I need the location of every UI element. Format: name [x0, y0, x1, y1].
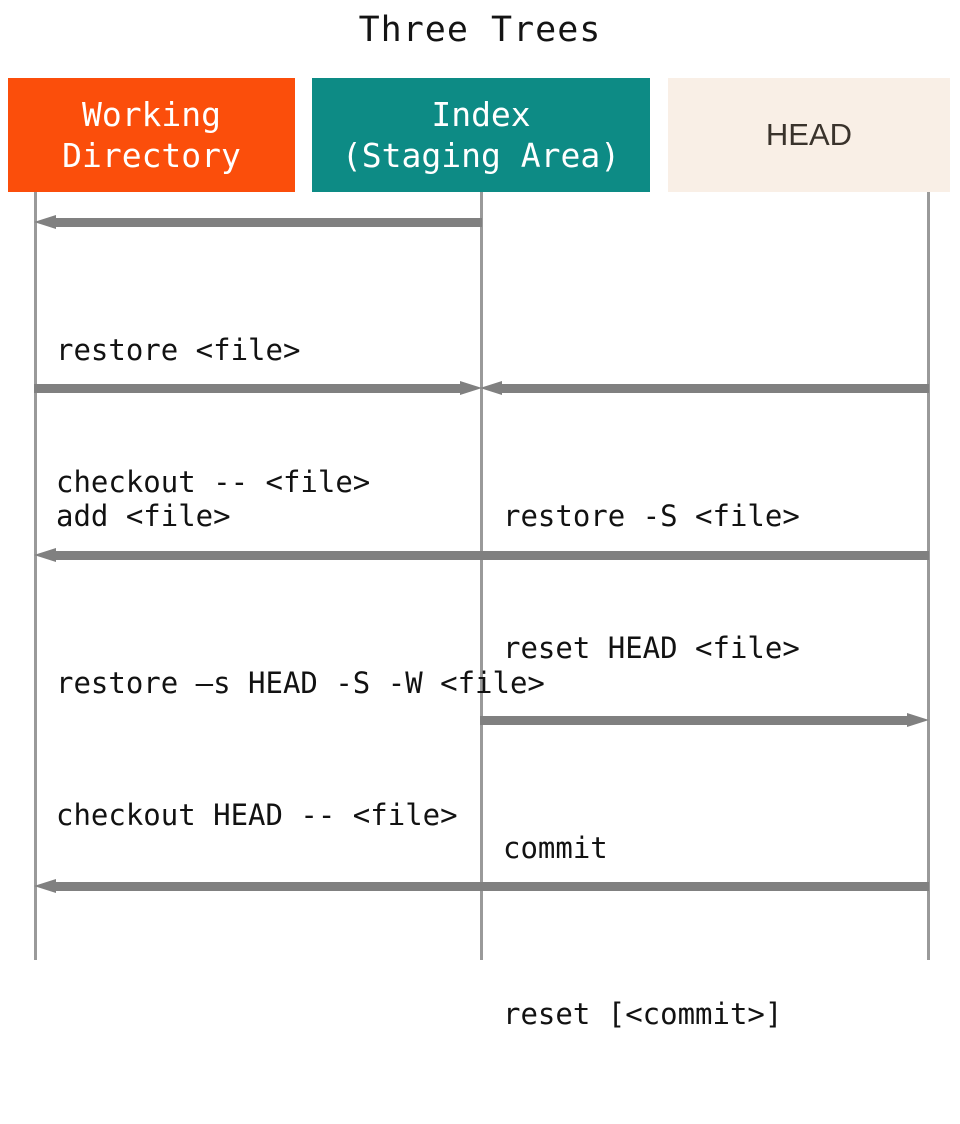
arrowhead-left-icon	[34, 548, 56, 562]
column-header-working-directory-line2: Directory	[62, 136, 241, 175]
arrow-shaft	[54, 218, 482, 227]
label-working-to-index: add <file>	[56, 406, 231, 626]
column-header-index-line2: (Staging Area)	[341, 136, 621, 175]
arrowhead-left-icon	[34, 215, 56, 229]
label-index-to-head-line1: commit	[503, 831, 608, 866]
label-index-to-working: restore <file> checkout -- <file>	[56, 240, 370, 593]
arrowhead-left-icon	[34, 879, 56, 893]
label-head-to-working-line2: checkout HEAD -- <file>	[56, 798, 458, 833]
label-head-to-index-line2: reset HEAD <file>	[503, 631, 800, 666]
arrow-shaft	[34, 384, 462, 393]
arrowhead-right-icon	[460, 381, 482, 395]
column-header-working-directory-line1: Working	[81, 94, 222, 134]
arrow-shaft	[54, 551, 929, 560]
label-head-to-working-reset: reset [<commit>]	[503, 904, 782, 1124]
label-index-to-working-line2: checkout -- <file>	[56, 465, 371, 500]
label-head-to-working-reset-line1: reset [<commit>]	[503, 997, 783, 1032]
column-header-index-line1: Index	[431, 94, 531, 134]
arrow-index-to-working	[34, 215, 482, 229]
label-head-to-index-line1: restore -S <file>	[503, 499, 800, 534]
arrow-index-to-head	[480, 713, 929, 727]
lifeline-working-directory	[34, 192, 37, 960]
arrow-head-to-working	[34, 548, 929, 562]
arrow-head-to-working-reset	[34, 879, 929, 893]
arrow-shaft	[54, 882, 929, 891]
column-header-head: HEAD	[668, 78, 950, 192]
column-header-index: Index (Staging Area)	[312, 78, 650, 192]
column-header-head-line1: HEAD	[765, 116, 853, 152]
lifeline-index	[480, 192, 483, 960]
arrow-working-to-index	[34, 381, 482, 395]
page-title: Three Trees	[358, 10, 602, 50]
arrow-shaft	[500, 384, 929, 393]
arrow-shaft	[480, 716, 909, 725]
label-index-to-working-line1: restore <file>	[56, 333, 301, 368]
arrowhead-left-icon	[480, 381, 502, 395]
label-index-to-head: commit	[503, 738, 608, 958]
three-trees-diagram: Three Trees Working Directory Index (Sta…	[8, 10, 950, 1032]
label-head-to-index: restore -S <file> reset HEAD <file>	[503, 406, 800, 759]
label-working-to-index-line1: add <file>	[56, 499, 231, 534]
label-head-to-working: restore –s HEAD -S -W <file> checkout HE…	[56, 573, 545, 926]
column-header-working-directory: Working Directory	[8, 78, 295, 192]
label-head-to-working-line1: restore –s HEAD -S -W <file>	[56, 666, 545, 701]
arrow-head-to-index	[480, 381, 929, 395]
arrowhead-right-icon	[907, 713, 929, 727]
lifeline-head	[927, 192, 930, 960]
